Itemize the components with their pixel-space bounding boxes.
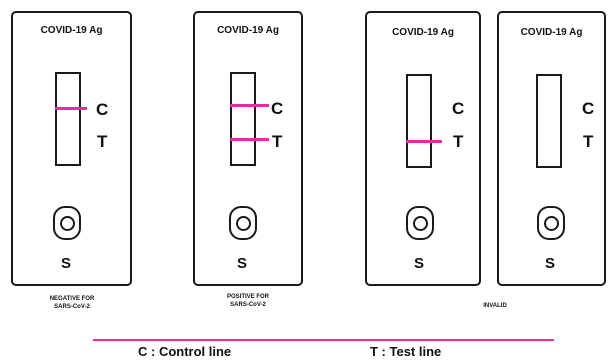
result-window [230,72,269,166]
c-label: C [271,99,284,118]
control-band [230,104,269,107]
caption-negative: NEGATIVE FOR SARS-CoV-2 [49,296,95,310]
t-label: T [272,132,283,151]
caption-invalid: INVALID [483,303,507,309]
c-label: C [452,99,465,118]
sample-well-inner [543,215,559,231]
cassette-title: COVID-19 Ag [40,25,103,36]
sample-well-inner [59,215,75,231]
sample-well [406,206,434,240]
legend-control: C : Control line [138,344,232,359]
c-label: C [582,99,595,118]
caption-positive: POSITIVE FOR SARS-CoV-2 [226,294,269,308]
legend-divider [93,339,554,341]
result-window [536,74,562,168]
test-cassette-negative: COVID-19 Ag C T S [11,11,132,286]
sample-well-inner [412,215,428,231]
s-label: S [545,255,556,272]
cassette-title: COVID-19 Ag [520,27,583,38]
c-label: C [96,100,109,119]
cassette-title: COVID-19 Ag [217,25,279,36]
s-label: S [414,255,425,272]
result-window [406,74,442,168]
s-label: S [237,255,248,272]
t-label: T [453,132,464,151]
legend-test: T : Test line [370,344,442,359]
sample-well-inner [235,215,251,231]
control-band [55,107,87,110]
t-label: T [97,132,108,151]
test-band [406,140,442,143]
sample-well [229,206,257,240]
test-band [230,138,269,141]
test-cassette-invalid-test-only: COVID-19 Ag C T S [365,11,481,286]
sample-well [537,206,565,240]
cassette-title: COVID-19 Ag [392,27,454,38]
test-cassette-invalid-no-lines: COVID-19 Ag C T S [497,11,606,286]
test-cassette-positive: COVID-19 Ag C T S [193,11,303,286]
s-label: S [61,255,72,272]
sample-well [53,206,81,240]
t-label: T [583,132,594,151]
result-window [55,72,87,166]
